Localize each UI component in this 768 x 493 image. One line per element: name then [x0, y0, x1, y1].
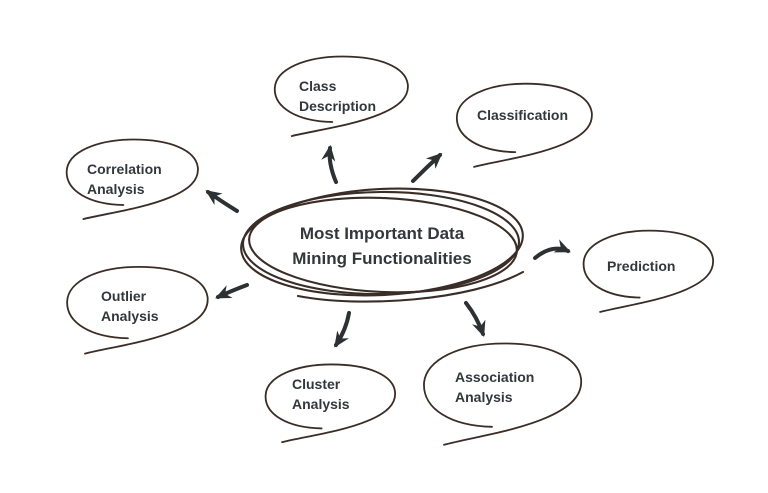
center-title: Most Important Data Mining Functionaliti… [252, 221, 512, 271]
arrow-to-association-analysis [464, 301, 486, 338]
bubble-label-outlier-analysis: Outlier Analysis [101, 288, 159, 324]
bubble-label-association-analysis: Association Analysis [455, 369, 535, 405]
bubble-label-cluster-analysis: Cluster Analysis [292, 376, 350, 412]
center-title-line-1: Most Important Data [299, 224, 465, 243]
bubble-label-prediction: Prediction [607, 258, 676, 274]
center-scribble-ellipse [240, 187, 525, 303]
center-title-line-2: Mining Functionalities [292, 249, 472, 268]
bubble-label-classification: Classification [477, 107, 569, 123]
arrow-to-class-description [321, 144, 338, 184]
arrow-to-classification [411, 152, 443, 183]
bubble-shape-classification [456, 82, 593, 168]
arrow-to-outlier-analysis [215, 283, 249, 299]
arrow-to-correlation-analysis [205, 190, 239, 213]
bubble-label-class-description: Class Description [299, 78, 377, 114]
arrow-to-prediction [533, 239, 571, 260]
arrow-to-cluster-analysis [334, 311, 351, 348]
bubble-label-correlation-analysis: Correlation Analysis [87, 161, 162, 197]
